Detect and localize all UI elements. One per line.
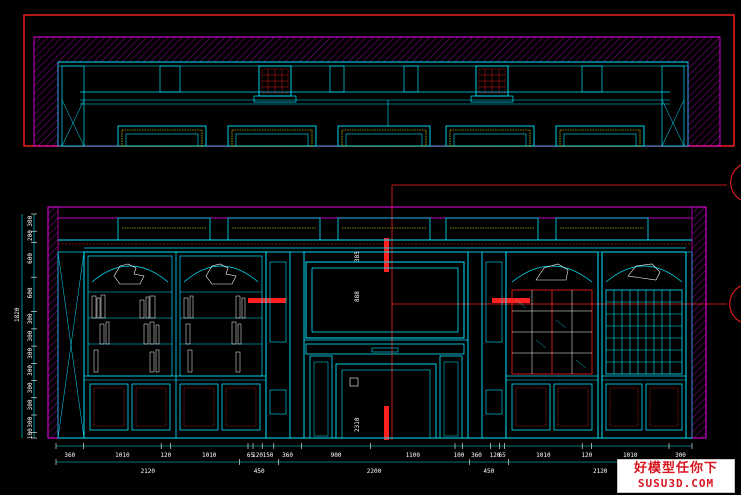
right-glass-cabinet xyxy=(505,251,599,439)
bottom-dim-row1-label: 360 xyxy=(282,452,293,459)
left-dim-label: 200 xyxy=(27,230,34,241)
section-markers xyxy=(248,164,741,440)
left-dim-label: 300 xyxy=(27,347,34,358)
left-dim-label: 100 xyxy=(27,428,34,439)
bottom-dim-row1-label: 1010 xyxy=(202,452,217,459)
bottom-dim-row1-label: 1100 xyxy=(406,452,421,459)
left-dim-label: 300 xyxy=(27,416,34,427)
bottom-dim-row1-label: 65 xyxy=(498,452,506,459)
bottom-dim-row2-label: 450 xyxy=(254,468,265,475)
left-total-dim-label: 1820 xyxy=(14,307,21,322)
left-bookcase xyxy=(83,251,267,439)
bottom-dim-row2-label: 2200 xyxy=(367,468,382,475)
bottom-dim-row2-label: 2120 xyxy=(593,468,608,475)
wine-rack xyxy=(601,251,687,439)
bottom-dim-row1-label: 360 xyxy=(64,452,75,459)
horse-ornament-icon xyxy=(113,263,145,285)
left-dim-label: 300 xyxy=(27,399,34,410)
bottom-dim-row1-label: 120 xyxy=(252,452,263,459)
wall-elevation xyxy=(47,206,707,439)
bottom-dim-row2-label: 450 xyxy=(483,468,494,475)
bottom-dim-row1-label: 300 xyxy=(675,452,686,459)
bottom-dim-row1-label: 100 xyxy=(453,452,464,459)
watermark-line2: SUSU3D.COM xyxy=(637,477,715,490)
watermark-line1: 好模型任你下 xyxy=(633,461,718,476)
watermark-logo: 好模型任你下 SUSU3D.COM xyxy=(617,459,735,493)
bottom-dim-row1-label: 65 xyxy=(247,452,255,459)
dimension-lines xyxy=(21,213,693,465)
center-dim-label: 2310 xyxy=(354,417,361,432)
left-dim-label: 300 xyxy=(27,330,34,341)
bottom-dim-row1-label: 360 xyxy=(471,452,482,459)
left-dim-label: 300 xyxy=(27,215,34,226)
bottom-dim-row1-label: 150 xyxy=(263,452,274,459)
bottom-dim-row1-label: 120 xyxy=(490,452,501,459)
left-dim-label: 300 xyxy=(27,365,34,376)
bottom-dim-row1-label: 1010 xyxy=(536,452,551,459)
left-dim-label: 300 xyxy=(27,382,34,393)
left-dim-label: 600 xyxy=(27,287,34,298)
left-dim-label: 600 xyxy=(27,253,34,264)
center-dim-label: 385 xyxy=(354,251,361,262)
ceiling-lattice-right xyxy=(470,65,514,103)
bottom-dim-row1-label: 1010 xyxy=(115,452,130,459)
bottom-dim-row1-label: 120 xyxy=(581,452,592,459)
bottom-dim-row1-label: 120 xyxy=(160,452,171,459)
carved-ornament-icon xyxy=(627,263,661,281)
ceiling-section xyxy=(23,14,735,147)
section-callout-top xyxy=(730,164,741,201)
center-dim-label: 888 xyxy=(354,291,361,302)
ceiling-lattice-left xyxy=(253,65,297,103)
bottom-dim-row1-label: 900 xyxy=(331,452,342,459)
section-callout-bottom xyxy=(729,285,741,323)
horse-ornament-icon xyxy=(205,263,237,285)
tv-screen xyxy=(311,267,459,333)
left-dim-label: 300 xyxy=(27,313,34,324)
bottom-dim-row1-label: 1010 xyxy=(623,452,638,459)
bottom-dim-row2-label: 2120 xyxy=(141,468,156,475)
carved-ornament-icon xyxy=(535,263,569,281)
cornice xyxy=(58,217,692,253)
ceiling-coffers xyxy=(117,125,645,147)
